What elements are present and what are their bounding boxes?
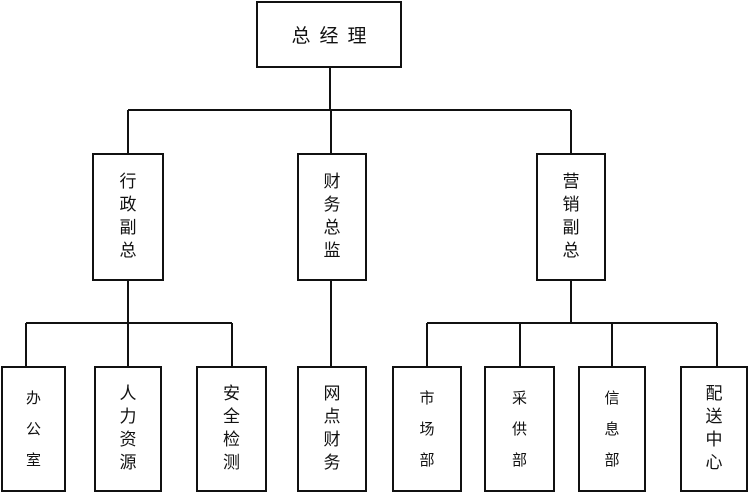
node-sales-vp-char: 副 <box>562 218 580 238</box>
node-office: 办 公 室 <box>1 366 66 492</box>
node-admin-vp-char: 政 <box>119 195 137 215</box>
node-info-dept-char: 部 <box>604 450 620 469</box>
node-finance-director-char: 总 <box>323 218 341 238</box>
node-safety-inspection-char: 测 <box>223 453 240 473</box>
node-market-dept-char: 场 <box>419 419 435 438</box>
node-delivery-center-char: 配 <box>705 384 723 404</box>
node-hr-char: 源 <box>119 453 137 473</box>
node-safety-inspection-char: 全 <box>223 407 240 427</box>
node-delivery-center-char: 中 <box>705 430 723 450</box>
node-general-manager-label: 总经理 <box>291 25 376 47</box>
node-purchase-dept: 采 供 部 <box>484 366 555 492</box>
node-hr-char: 资 <box>119 430 137 450</box>
node-info-dept-char: 信 <box>604 388 620 407</box>
node-branch-finance: 网 点 财 务 <box>297 366 367 492</box>
node-admin-vp-char: 行 <box>119 172 137 192</box>
node-branch-finance-char: 财 <box>323 430 341 450</box>
node-safety-inspection-char: 安 <box>223 384 240 404</box>
node-sales-vp-char: 总 <box>562 241 580 261</box>
node-branch-finance-char: 点 <box>323 407 341 427</box>
node-office-char: 室 <box>25 450 41 469</box>
node-market-dept-char: 市 <box>419 388 435 407</box>
node-info-dept: 信 息 部 <box>578 366 646 492</box>
node-office-char: 办 <box>25 388 41 407</box>
node-branch-finance-char: 务 <box>323 453 341 473</box>
node-finance-director-char: 务 <box>323 195 341 215</box>
node-branch-finance-char: 网 <box>323 384 341 404</box>
node-sales-vp: 营 销 副 总 <box>536 153 606 281</box>
node-finance-director-char: 监 <box>323 241 341 261</box>
node-general-manager: 总经理 <box>256 1 402 68</box>
node-admin-vp: 行 政 副 总 <box>92 153 164 281</box>
node-office-char: 公 <box>25 419 41 438</box>
node-sales-vp-char: 营 <box>562 172 580 192</box>
node-hr: 人 力 资 源 <box>94 366 162 492</box>
node-delivery-center-char: 心 <box>705 453 723 473</box>
node-purchase-dept-char: 部 <box>511 450 527 469</box>
node-finance-director: 财 务 总 监 <box>297 153 367 281</box>
node-delivery-center: 配 送 中 心 <box>680 366 748 492</box>
node-safety-inspection: 安 全 检 测 <box>196 366 267 492</box>
node-purchase-dept-char: 供 <box>511 419 527 438</box>
node-market-dept-char: 部 <box>419 450 435 469</box>
node-hr-char: 力 <box>119 407 137 427</box>
node-delivery-center-char: 送 <box>705 407 723 427</box>
node-admin-vp-char: 副 <box>119 218 137 238</box>
node-info-dept-char: 息 <box>604 419 620 438</box>
node-hr-char: 人 <box>119 384 137 404</box>
node-safety-inspection-char: 检 <box>223 430 240 450</box>
node-sales-vp-char: 销 <box>562 195 580 215</box>
node-purchase-dept-char: 采 <box>511 388 527 407</box>
node-admin-vp-char: 总 <box>119 241 137 261</box>
node-market-dept: 市 场 部 <box>392 366 462 492</box>
node-finance-director-char: 财 <box>323 172 341 192</box>
